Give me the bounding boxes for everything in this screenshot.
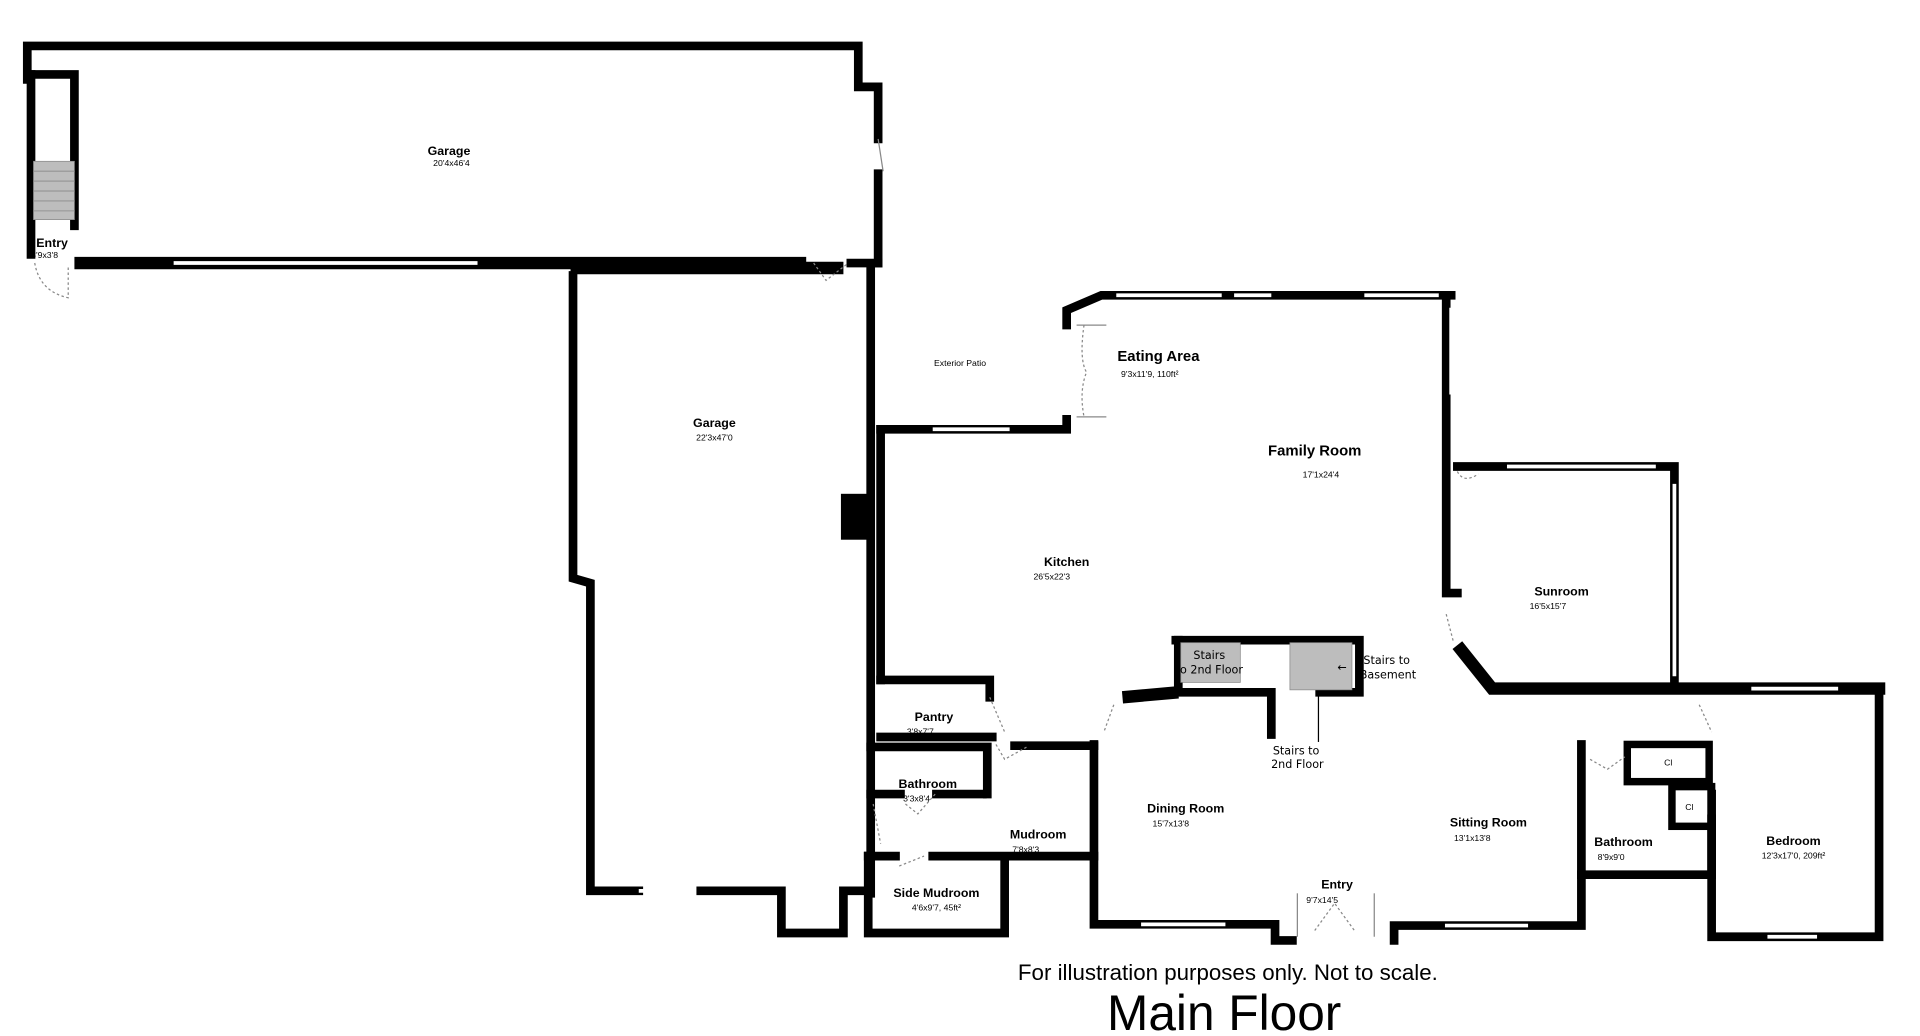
room-dims-entry-main: 9'7x14'5 xyxy=(1306,895,1338,905)
room-label-closet-1: Cl xyxy=(1664,758,1672,768)
room-label-pantry: Pantry xyxy=(915,710,954,724)
room-label-bathroom: Bathroom xyxy=(1594,835,1653,849)
disclaimer-text: For illustration purposes only. Not to s… xyxy=(1018,960,1438,985)
lower-garage-walls xyxy=(568,266,876,938)
room-label-garage-upper: Garage xyxy=(428,144,471,158)
room-label-eating-area: Eating Area xyxy=(1117,349,1200,365)
arrow-left-icon: ← xyxy=(1337,661,1346,674)
room-label-mudroom: Mudroom xyxy=(1010,828,1066,842)
room-label-bathroom-small: Bathroom xyxy=(898,777,957,791)
room-dims-pantry: 3'8x7'7 xyxy=(907,727,934,737)
room-dims-family-room: 17'1x24'4 xyxy=(1303,470,1340,480)
room-label-dining-room: Dining Room xyxy=(1147,802,1224,816)
main-house-walls: ← xyxy=(863,290,1886,945)
room-dims-garage-upper: 20'4x46'4 xyxy=(433,158,470,168)
room-dims-mudroom: 7'8x8'3 xyxy=(1012,844,1039,854)
floor-title: Main Floor xyxy=(1107,985,1341,1036)
room-label-bedroom: Bedroom xyxy=(1766,834,1820,848)
room-label-sitting-room: Sitting Room xyxy=(1450,815,1527,829)
room-label-garage-lower: Garage xyxy=(693,416,736,430)
room-label-kitchen: Kitchen xyxy=(1044,555,1089,569)
room-dims-dining-room: 15'7x13'8 xyxy=(1153,818,1190,828)
room-label-entry-small: Entry xyxy=(36,236,68,250)
room-labels: Garage 20'4x46'4 Entry 3'9x3'8 Garage 22… xyxy=(31,144,1825,1036)
room-dims-bathroom: 8'9x9'0 xyxy=(1598,852,1625,862)
room-dims-side-mudroom: 4'6x9'7, 45ft² xyxy=(912,903,961,913)
room-label-family-room: Family Room xyxy=(1268,443,1361,459)
upper-garage-walls xyxy=(22,41,884,282)
room-dims-kitchen: 26'5x22'3 xyxy=(1033,571,1070,581)
room-dims-garage-lower: 22'3x47'0 xyxy=(696,432,733,442)
room-label-sunroom: Sunroom xyxy=(1534,585,1588,599)
room-label-side-mudroom: Side Mudroom xyxy=(893,886,979,900)
room-dims-sitting-room: 13'1x13'8 xyxy=(1454,833,1491,843)
stairs-label-basement-line2: Basement xyxy=(1360,669,1417,682)
room-label-closet-2: Cl xyxy=(1685,802,1693,812)
stairs-label-2nd-upper-line1: Stairs xyxy=(1193,649,1225,662)
upper-garage-stairs xyxy=(33,160,75,299)
stairs-label-2nd-lower-line2: 2nd Floor xyxy=(1271,758,1324,771)
room-label-exterior-patio: Exterior Patio xyxy=(934,358,986,368)
stairs-label-2nd-upper-line2: to 2nd Floor xyxy=(1176,664,1244,677)
room-dims-bedroom: 12'3x17'0, 209ft² xyxy=(1762,851,1826,861)
room-label-entry-main: Entry xyxy=(1321,877,1353,891)
stairs-label-2nd-lower-line1: Stairs to xyxy=(1273,744,1320,757)
stairs-label-basement-line1: Stairs to xyxy=(1363,654,1410,667)
room-dims-bathroom-small: 3'3x8'4 xyxy=(903,794,930,804)
room-dims-sunroom: 16'5x15'7 xyxy=(1530,601,1567,611)
room-dims-entry-small: 3'9x3'8 xyxy=(31,250,58,260)
room-dims-eating-area: 9'3x11'9, 110ft² xyxy=(1121,369,1179,379)
